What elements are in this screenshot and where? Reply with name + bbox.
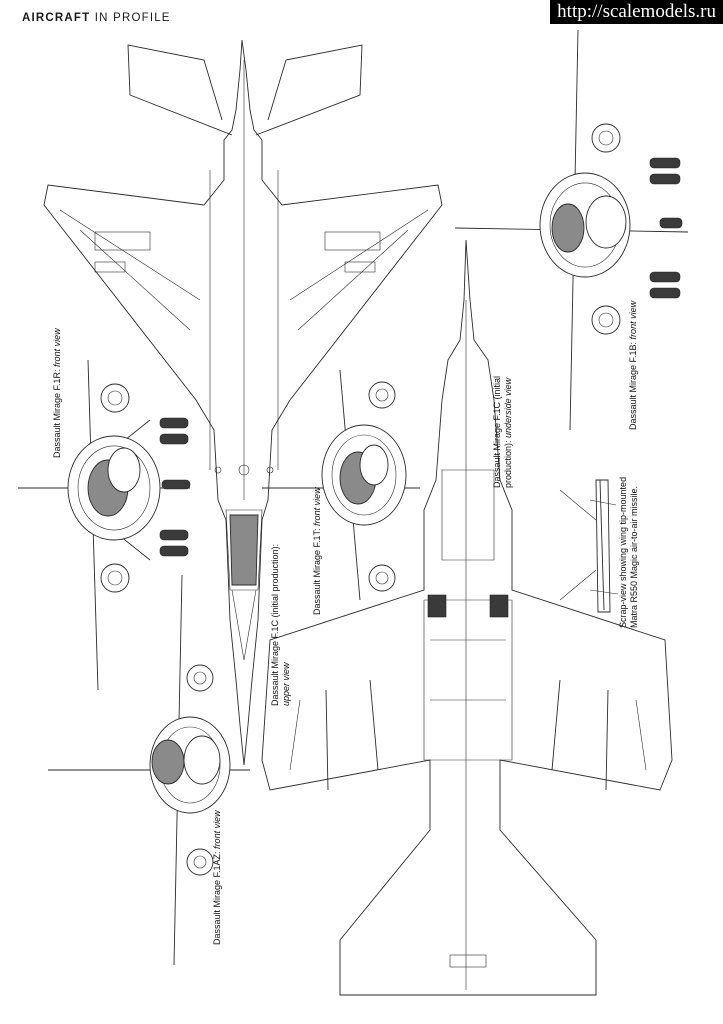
caption-scrap-view-line2: Matra R550 Magic air-to-air missile. [629,485,639,628]
header-brand: AIRCRAFT [22,12,91,24]
f1c-upper-view-drawing [43,39,443,766]
caption-f1c-underside-line1: Dassault Mirage F.1C (initial [492,375,502,488]
f1c-underside-view-drawing [261,239,673,996]
f1az-front-view-drawing [48,574,250,966]
caption-f1c-underside-line2: production): underside view [503,377,513,488]
caption-f1r-front: Dassault Mirage F.1R: front view [52,328,62,458]
page-header: AIRCRAFT IN PROFILE [22,12,171,24]
f1t-front-view-drawing [262,369,420,601]
caption-f1az-front: Dassault Mirage F.1AZ: front view [212,810,222,945]
caption-f1c-upper-line2: upper view [281,662,291,706]
caption-f1c-upper-line1: Dassault Mirage F.1C (initial production… [270,543,280,706]
header-section: IN PROFILE [94,12,171,24]
caption-scrap-view-line1: Scrap-view showing wing tip-mounted [618,476,628,628]
caption-f1t-front: Dassault Mirage F.1T: front view [312,487,322,615]
caption-f1b-front: Dassault Mirage F.1B: front view [628,300,638,430]
watermark-url[interactable]: http://scalemodels.ru [550,0,723,24]
r550-magic-missile-drawing [559,479,619,613]
f1r-front-view-drawing [18,359,191,691]
f1b-front-view-drawing [454,29,689,431]
